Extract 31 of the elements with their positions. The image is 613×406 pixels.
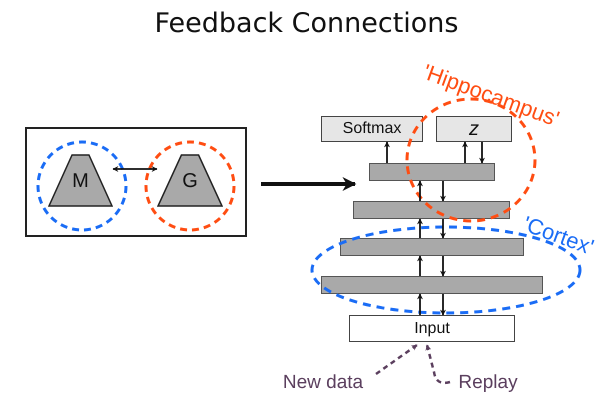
module-label: G bbox=[182, 170, 198, 192]
arrow bbox=[417, 218, 423, 238]
trapezoid-module bbox=[157, 154, 223, 207]
arrow bbox=[375, 344, 418, 376]
arrow bbox=[417, 255, 423, 276]
network-layer bbox=[353, 201, 510, 219]
output-box bbox=[321, 116, 423, 142]
caption-text: New data bbox=[282, 372, 364, 394]
arrow bbox=[440, 256, 446, 277]
arrow bbox=[417, 293, 423, 315]
diagram-title: Feedback Connections bbox=[153, 8, 460, 39]
box-label: Softmax bbox=[342, 120, 402, 138]
module-label: M bbox=[72, 170, 89, 192]
network-layer bbox=[321, 276, 543, 294]
caption-text: Replay bbox=[458, 372, 518, 394]
arrow bbox=[261, 177, 356, 191]
arrow bbox=[440, 181, 446, 202]
arrow bbox=[417, 180, 423, 201]
arrow bbox=[462, 141, 468, 163]
trapezoid-module bbox=[48, 154, 113, 207]
input-box bbox=[349, 315, 515, 342]
arrow bbox=[384, 141, 390, 163]
arrow bbox=[112, 166, 158, 172]
panel-frame bbox=[25, 127, 247, 237]
arrow bbox=[479, 142, 485, 164]
network-layer bbox=[340, 238, 524, 256]
arrow bbox=[440, 219, 446, 239]
box-label: Input bbox=[414, 320, 450, 338]
arrow bbox=[440, 294, 446, 316]
network-layer bbox=[369, 163, 495, 181]
box-label: z bbox=[469, 118, 479, 140]
